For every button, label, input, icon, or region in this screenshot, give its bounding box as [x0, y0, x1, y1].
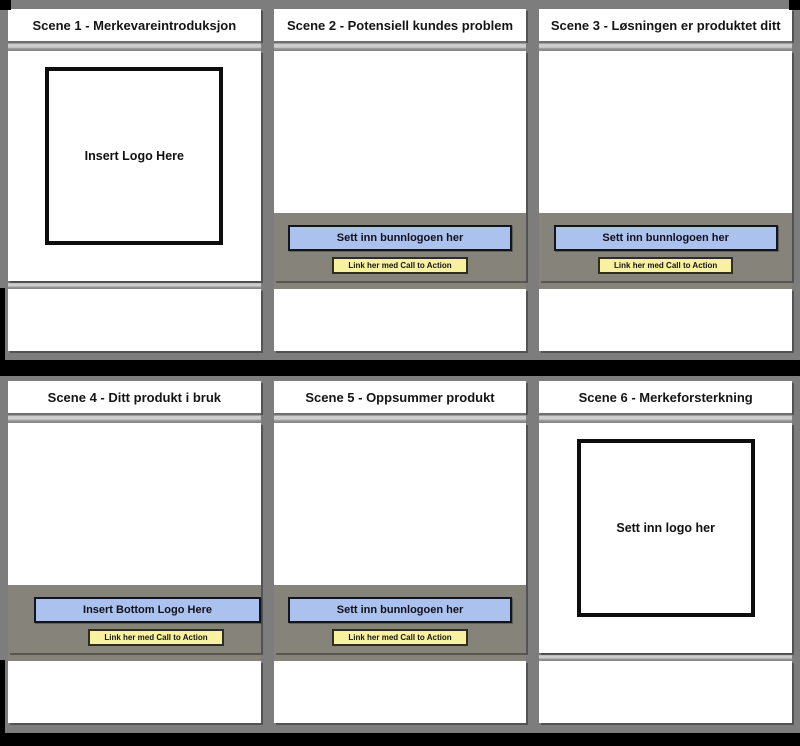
bottom-band: Sett inn bunnlogoen her Link her med Cal… — [539, 213, 793, 281]
bottom-band: Sett inn bunnlogoen her Link her med Cal… — [273, 585, 527, 653]
bottom-logo-banner[interactable]: Insert Bottom Logo Here — [34, 597, 261, 623]
canvas-notes-divider — [8, 653, 261, 661]
title-separator — [8, 41, 261, 51]
scene-canvas: Sett inn bunnlogoen her Link her med Cal… — [273, 423, 527, 653]
title-separator — [539, 41, 793, 51]
scene-card-5: Scene 5 - Oppsummer produkt Sett inn bun… — [273, 381, 527, 733]
bottom-logo-banner[interactable]: Sett inn bunnlogoen her — [288, 225, 512, 251]
title-separator — [273, 41, 527, 51]
scene-title: Scene 1 - Merkevareintroduksjon — [8, 9, 261, 41]
storyboard-row-1: Scene 1 - Merkevareintroduksjon Insert L… — [0, 0, 800, 360]
scene-card-2: Scene 2 - Potensiell kundes problem Sett… — [273, 9, 527, 360]
bottom-logo-banner[interactable]: Sett inn bunnlogoen her — [553, 225, 778, 251]
logo-placeholder-box[interactable]: Sett inn logo her — [576, 439, 755, 617]
scene-title: Scene 3 - Løsningen er produktet ditt — [539, 9, 793, 41]
left-edge-strip — [0, 660, 5, 746]
scene-canvas: Sett inn logo her — [539, 423, 793, 653]
bottom-frame-band — [0, 733, 800, 746]
scene-title: Scene 2 - Potensiell kundes problem — [273, 9, 527, 41]
corner-notch-left — [0, 0, 11, 10]
notes-area — [273, 661, 527, 723]
canvas-notes-divider — [539, 281, 793, 289]
scene-card-4: Scene 4 - Ditt produkt i bruk Insert Bot… — [8, 381, 261, 733]
scene-card-1: Scene 1 - Merkevareintroduksjon Insert L… — [8, 9, 261, 360]
canvas-notes-divider — [8, 281, 261, 289]
title-separator — [273, 413, 527, 423]
corner-notch-right — [789, 0, 800, 10]
scene-canvas: Sett inn bunnlogoen her Link her med Cal… — [539, 51, 793, 281]
scene-card-3: Scene 3 - Løsningen er produktet ditt Se… — [539, 9, 793, 360]
scene-canvas: Sett inn bunnlogoen her Link her med Cal… — [273, 51, 527, 281]
canvas-notes-divider — [539, 653, 793, 661]
notes-area — [8, 289, 261, 351]
cta-link-button[interactable]: Link her med Call to Action — [597, 257, 734, 274]
cta-link-button[interactable]: Link her med Call to Action — [332, 257, 468, 274]
scene-canvas: Insert Logo Here — [8, 51, 261, 281]
bottom-band: Sett inn bunnlogoen her Link her med Cal… — [273, 213, 527, 281]
canvas-notes-divider — [273, 653, 527, 661]
notes-area — [539, 661, 793, 723]
notes-area — [273, 289, 527, 351]
scene-title: Scene 6 - Merkeforsterkning — [539, 381, 793, 413]
row-divider-band — [0, 360, 800, 376]
scene-title: Scene 4 - Ditt produkt i bruk — [8, 381, 261, 413]
logo-placeholder-box[interactable]: Insert Logo Here — [45, 67, 224, 245]
scene-title: Scene 5 - Oppsummer produkt — [273, 381, 527, 413]
title-separator — [8, 413, 261, 423]
title-separator — [539, 413, 793, 423]
notes-area — [8, 661, 261, 723]
notes-area — [539, 289, 793, 351]
bottom-logo-banner[interactable]: Sett inn bunnlogoen her — [288, 597, 512, 623]
cta-link-button[interactable]: Link her med Call to Action — [88, 629, 224, 646]
storyboard-row-2: Scene 4 - Ditt produkt i bruk Insert Bot… — [0, 376, 800, 733]
scene-canvas: Insert Bottom Logo Here Link her med Cal… — [8, 423, 261, 653]
bottom-band: Insert Bottom Logo Here Link her med Cal… — [8, 585, 261, 653]
left-edge-strip — [0, 288, 5, 376]
scene-card-6: Scene 6 - Merkeforsterkning Sett inn log… — [539, 381, 793, 733]
cta-link-button[interactable]: Link her med Call to Action — [332, 629, 468, 646]
canvas-notes-divider — [273, 281, 527, 289]
